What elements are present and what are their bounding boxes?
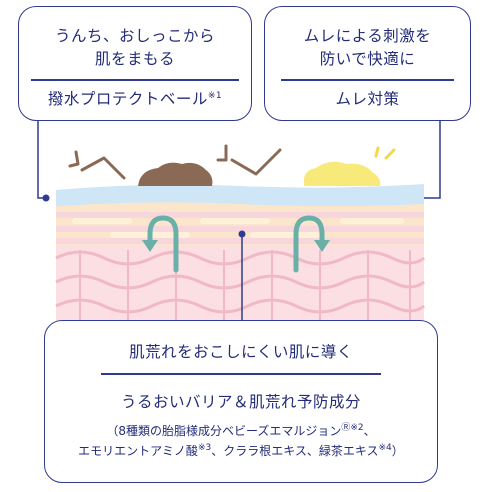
- ingredients-line2-text-a: エモリエントアミノ酸: [78, 444, 198, 458]
- callout-left-feature-text: 撥水プロテクトベール: [47, 90, 208, 108]
- callout-left-feature: 撥水プロテクトベール※1: [19, 88, 251, 110]
- callout-left-divider: [31, 79, 239, 81]
- moisture-arrow-left-icon: [147, 215, 179, 273]
- callout-right-divider: [281, 79, 454, 81]
- water-repellent-barrier: [56, 184, 424, 206]
- callout-bottom-divider: [101, 373, 381, 375]
- connector-dot-bottom: [238, 230, 246, 238]
- poop-illustration: [138, 162, 213, 186]
- skin-bands: [56, 212, 424, 244]
- skin-cells: [55, 250, 425, 326]
- repel-arrow-right-icon: [216, 144, 282, 176]
- callout-skin-barrier: 肌荒れをおこしにくい肌に導く うるおいバリア＆肌荒れ予防成分 （8種類の胎脂様成…: [44, 320, 438, 483]
- ingredients-line2-mark2: ※4: [378, 443, 392, 453]
- ingredients-line1-mark: Ⓡ※2: [341, 423, 364, 433]
- callout-bottom-ingredients-line2: エモリエントアミノ酸※3、クララ根エキス、緑茶エキス※4）: [45, 441, 437, 461]
- ingredients-line2-text-b: 、クララ根エキス、緑茶エキス: [211, 444, 379, 458]
- ingredients-line1-comma: 、: [363, 424, 376, 438]
- callout-right-feature: ムレ対策: [335, 90, 400, 108]
- ingredients-line2-mark1: ※3: [197, 443, 212, 453]
- callout-right-heading-line1: ムレによる刺激を: [303, 27, 432, 45]
- connector-dot-left: [42, 194, 50, 202]
- callout-bottom-heading: 肌荒れをおこしにくい肌に導く: [129, 343, 353, 361]
- callout-left-heading-line2: 肌をまもる: [94, 50, 175, 68]
- callout-bottom-feature: うるおいバリア＆肌荒れ予防成分: [120, 393, 361, 411]
- moisture-arrowhead-right: [314, 240, 330, 252]
- callout-left-heading-line1: うんち、おしっこから: [54, 27, 215, 45]
- callout-bottom-ingredients-line1: （8種類の胎脂様成分ベビーズエマルジョンⓇ※2、: [45, 421, 437, 441]
- repel-arrow-left-icon: [68, 150, 126, 180]
- ingredients-line1-text: （8種類の胎脂様成分ベビーズエマルジョン: [106, 424, 342, 438]
- urine-illustration: [303, 161, 381, 186]
- ingredients-line2-text-c: ）: [391, 444, 404, 458]
- connector-line-left: [37, 121, 46, 199]
- callout-moisture-control: ムレによる刺激を 防いで快適に ムレ対策: [264, 6, 471, 121]
- callout-right-heading-line2: 防いで快適に: [319, 50, 416, 68]
- callout-water-repellent: うんち、おしっこから 肌をまもる 撥水プロテクトベール※1: [18, 6, 252, 121]
- splash-icon: [374, 146, 396, 160]
- callout-left-feature-note: ※1: [207, 90, 223, 101]
- moisture-arrow-right-icon: [293, 215, 325, 273]
- moisture-arrowhead-left: [142, 240, 158, 252]
